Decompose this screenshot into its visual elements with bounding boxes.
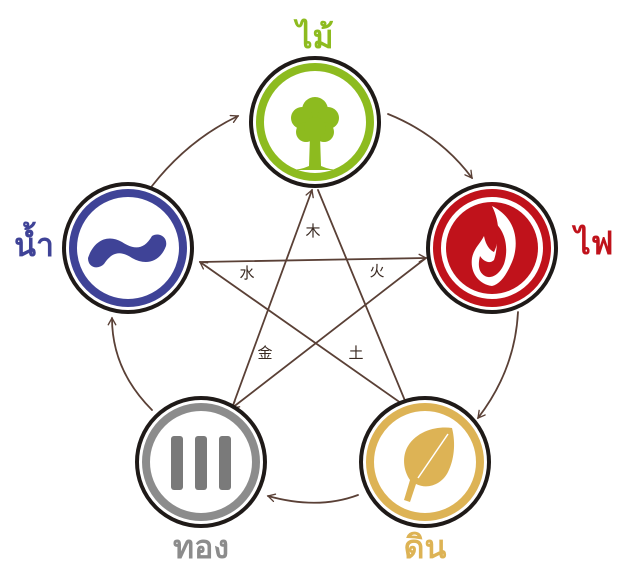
generating-cycle — [107, 113, 519, 504]
kanji-wood: 木 — [305, 222, 320, 240]
arrow-earth-to-water — [198, 261, 409, 409]
kanji-earth: 土 — [348, 344, 363, 362]
kanji-fire: 火 — [369, 262, 384, 280]
arrow-earth-to-metal — [266, 493, 359, 504]
leaf-icon — [404, 427, 455, 502]
element-water: น้ำ — [14, 182, 194, 314]
label-wood: ไม้ — [293, 18, 333, 56]
element-earth: ดิน — [359, 396, 491, 566]
controlling-star — [198, 188, 428, 410]
arrow-wood-to-earth — [317, 189, 410, 410]
element-fire: ไฟ — [426, 182, 614, 314]
arrow-water-to-fire — [199, 253, 428, 263]
kanji-water: 水 — [239, 264, 254, 282]
arrow-fire-to-metal — [230, 257, 427, 409]
element-metal: ทอง — [135, 396, 267, 566]
label-water: น้ำ — [14, 221, 54, 264]
tree-icon — [290, 97, 340, 170]
bars-icon — [171, 436, 231, 490]
kanji-metal: 金 — [257, 344, 272, 362]
label-metal: ทอง — [173, 528, 229, 566]
label-earth: ดิน — [404, 528, 447, 566]
arrow-metal-to-water — [107, 316, 153, 411]
arrow-fire-to-earth — [477, 311, 519, 420]
arrow-water-to-wood — [151, 114, 240, 187]
arrow-wood-to-fire — [387, 113, 473, 180]
label-fire: ไฟ — [572, 224, 614, 262]
element-wood: ไม้ — [249, 18, 381, 188]
arrow-metal-to-wood — [231, 188, 314, 409]
wave-icon — [88, 234, 167, 268]
